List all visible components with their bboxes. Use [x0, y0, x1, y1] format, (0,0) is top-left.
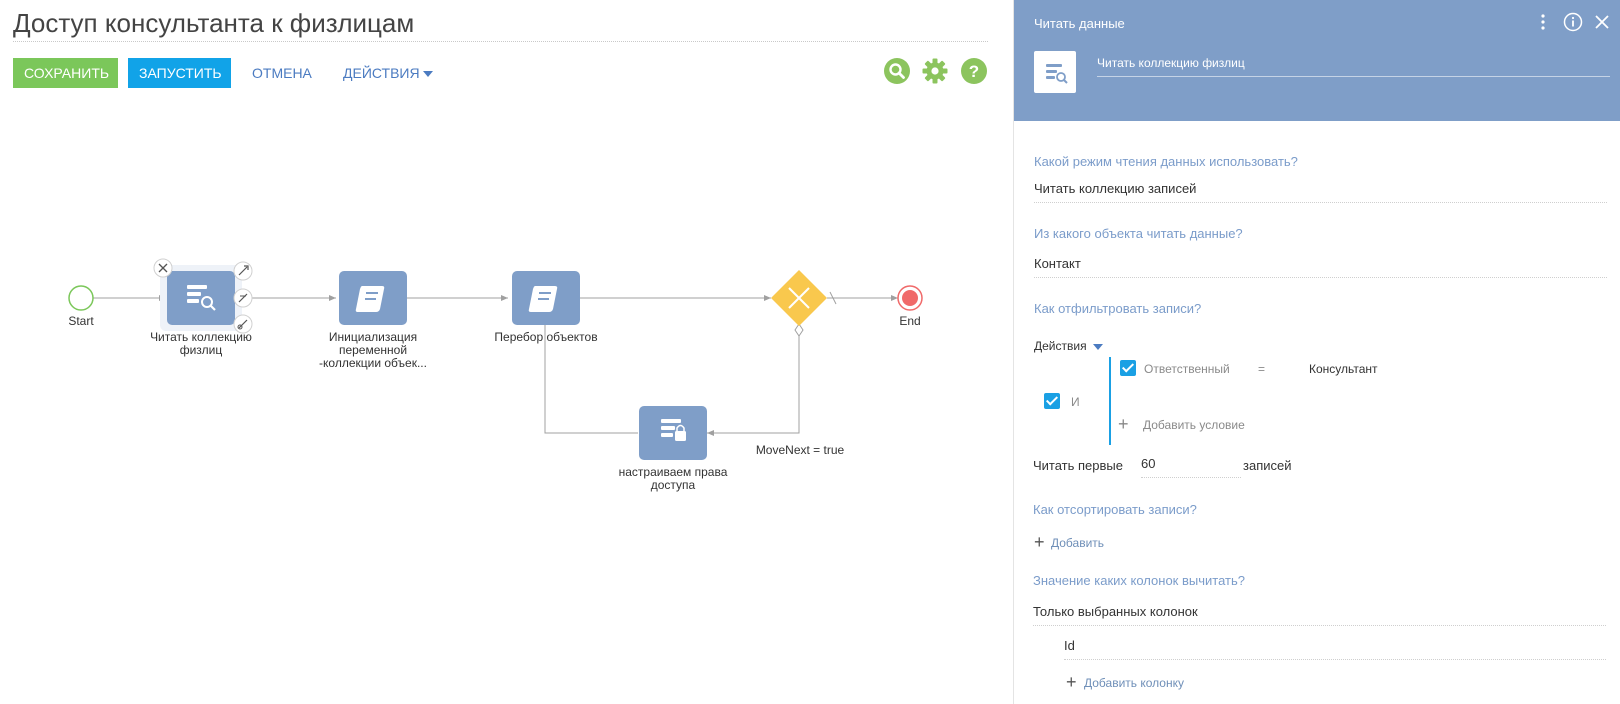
panel-header: Читать данные — [1014, 0, 1620, 121]
filter-group-checkbox[interactable] — [1044, 393, 1060, 409]
init-task-label: Инициализация переменной -коллекции объе… — [319, 330, 427, 370]
script-task-icon-2 — [528, 286, 558, 312]
filter-actions-label: Действия — [1034, 339, 1087, 353]
read-mode-field[interactable]: Читать коллекцию записей — [1034, 181, 1607, 203]
info-icon[interactable] — [1563, 12, 1583, 32]
process-diagram — [68, 258, 923, 460]
exclusive-gateway[interactable] — [771, 270, 827, 326]
help-icon[interactable]: ? — [961, 58, 987, 84]
end-event[interactable] — [897, 285, 923, 311]
end-event-label: End — [899, 314, 921, 328]
filter-group-bar — [1109, 357, 1111, 445]
element-properties-panel: Читать данные — [1013, 0, 1620, 704]
plus-icon[interactable]: + — [1034, 532, 1045, 552]
read-task-label: Читать коллекцию физлиц — [150, 330, 252, 357]
gear-icon[interactable] — [922, 58, 948, 84]
delete-element-control[interactable] — [153, 258, 173, 278]
plus-icon[interactable]: + — [1066, 672, 1077, 692]
save-button[interactable]: Сохранить — [13, 58, 118, 88]
element-type-icon-box — [1034, 51, 1076, 93]
plus-icon[interactable]: + — [1118, 414, 1129, 434]
actions-menu-label: Действия — [343, 65, 420, 81]
filter-condition-checkbox[interactable] — [1120, 360, 1136, 376]
flow-condition-label: MoveNext = true — [755, 443, 845, 457]
actions-menu[interactable]: Действия — [343, 58, 433, 88]
columns-question: Значение каких колонок вычитать? — [1033, 573, 1245, 588]
filter-value[interactable]: Консультант — [1309, 362, 1378, 376]
connect-conditional-flow-control[interactable] — [233, 288, 253, 308]
filter-operator[interactable]: = — [1258, 362, 1266, 376]
title-divider — [13, 41, 988, 42]
conditional-flow-mark — [794, 323, 804, 337]
default-flow-mark — [829, 291, 837, 305]
object-field[interactable]: Контакт — [1034, 256, 1607, 278]
columns-mode-field[interactable]: Только выбранных колонок — [1033, 604, 1606, 626]
read-task[interactable] — [167, 271, 235, 325]
column-field-id[interactable]: Id — [1064, 638, 1606, 660]
flow-gateway-rights[interactable] — [707, 330, 800, 436]
flow-rights-iterate[interactable] — [542, 318, 638, 434]
run-button[interactable]: Запустить — [128, 58, 231, 88]
filter-column[interactable]: Ответственный — [1144, 362, 1230, 376]
chevron-down-icon — [1092, 343, 1103, 350]
add-condition-button[interactable]: Добавить условие — [1143, 418, 1245, 432]
filter-actions-menu[interactable]: Действия — [1034, 339, 1103, 353]
read-first-input[interactable]: 60 — [1141, 456, 1241, 478]
close-icon[interactable] — [1592, 12, 1612, 32]
designer-area: Доступ консультанта к физлицам Сохранить… — [13, 8, 988, 492]
cancel-button[interactable]: Отмена — [252, 65, 312, 81]
page-title: Доступ консультанта к физлицам — [13, 8, 415, 38]
add-column-button[interactable]: Добавить колонку — [1084, 676, 1184, 690]
start-event-label: Start — [68, 314, 94, 328]
chevron-down-icon — [422, 71, 433, 78]
filter-question: Как отфильтровать записи? — [1034, 301, 1202, 316]
start-event[interactable] — [68, 285, 94, 311]
read-mode-question: Какой режим чтения данных использовать? — [1034, 154, 1298, 169]
search-icon[interactable] — [884, 58, 910, 84]
connect-default-flow-control[interactable] — [233, 314, 253, 334]
element-name-input[interactable]: Читать коллекцию физлиц — [1097, 56, 1610, 77]
read-data-icon — [187, 285, 216, 311]
filter-group-operator[interactable]: И — [1071, 395, 1080, 409]
panel-title: Читать данные — [1034, 16, 1125, 31]
iterate-task-label: Перебор объектов — [494, 330, 598, 344]
read-data-icon — [1046, 64, 1068, 84]
script-task-icon — [355, 286, 385, 312]
more-options-icon[interactable] — [1533, 12, 1553, 32]
object-question: Из какого объекта читать данные? — [1034, 226, 1243, 241]
add-sort-button[interactable]: Добавить — [1051, 536, 1105, 550]
set-access-rights-task[interactable] — [639, 406, 707, 460]
svg-text:?: ? — [969, 62, 979, 81]
rights-task-label: настраиваем права доступа — [618, 465, 728, 492]
access-rights-icon — [661, 419, 686, 441]
records-label: записей — [1243, 458, 1292, 473]
connect-sequence-flow-control[interactable] — [233, 261, 253, 281]
sort-question: Как отсортировать записи? — [1033, 502, 1197, 517]
read-first-label: Читать первые — [1033, 458, 1123, 473]
